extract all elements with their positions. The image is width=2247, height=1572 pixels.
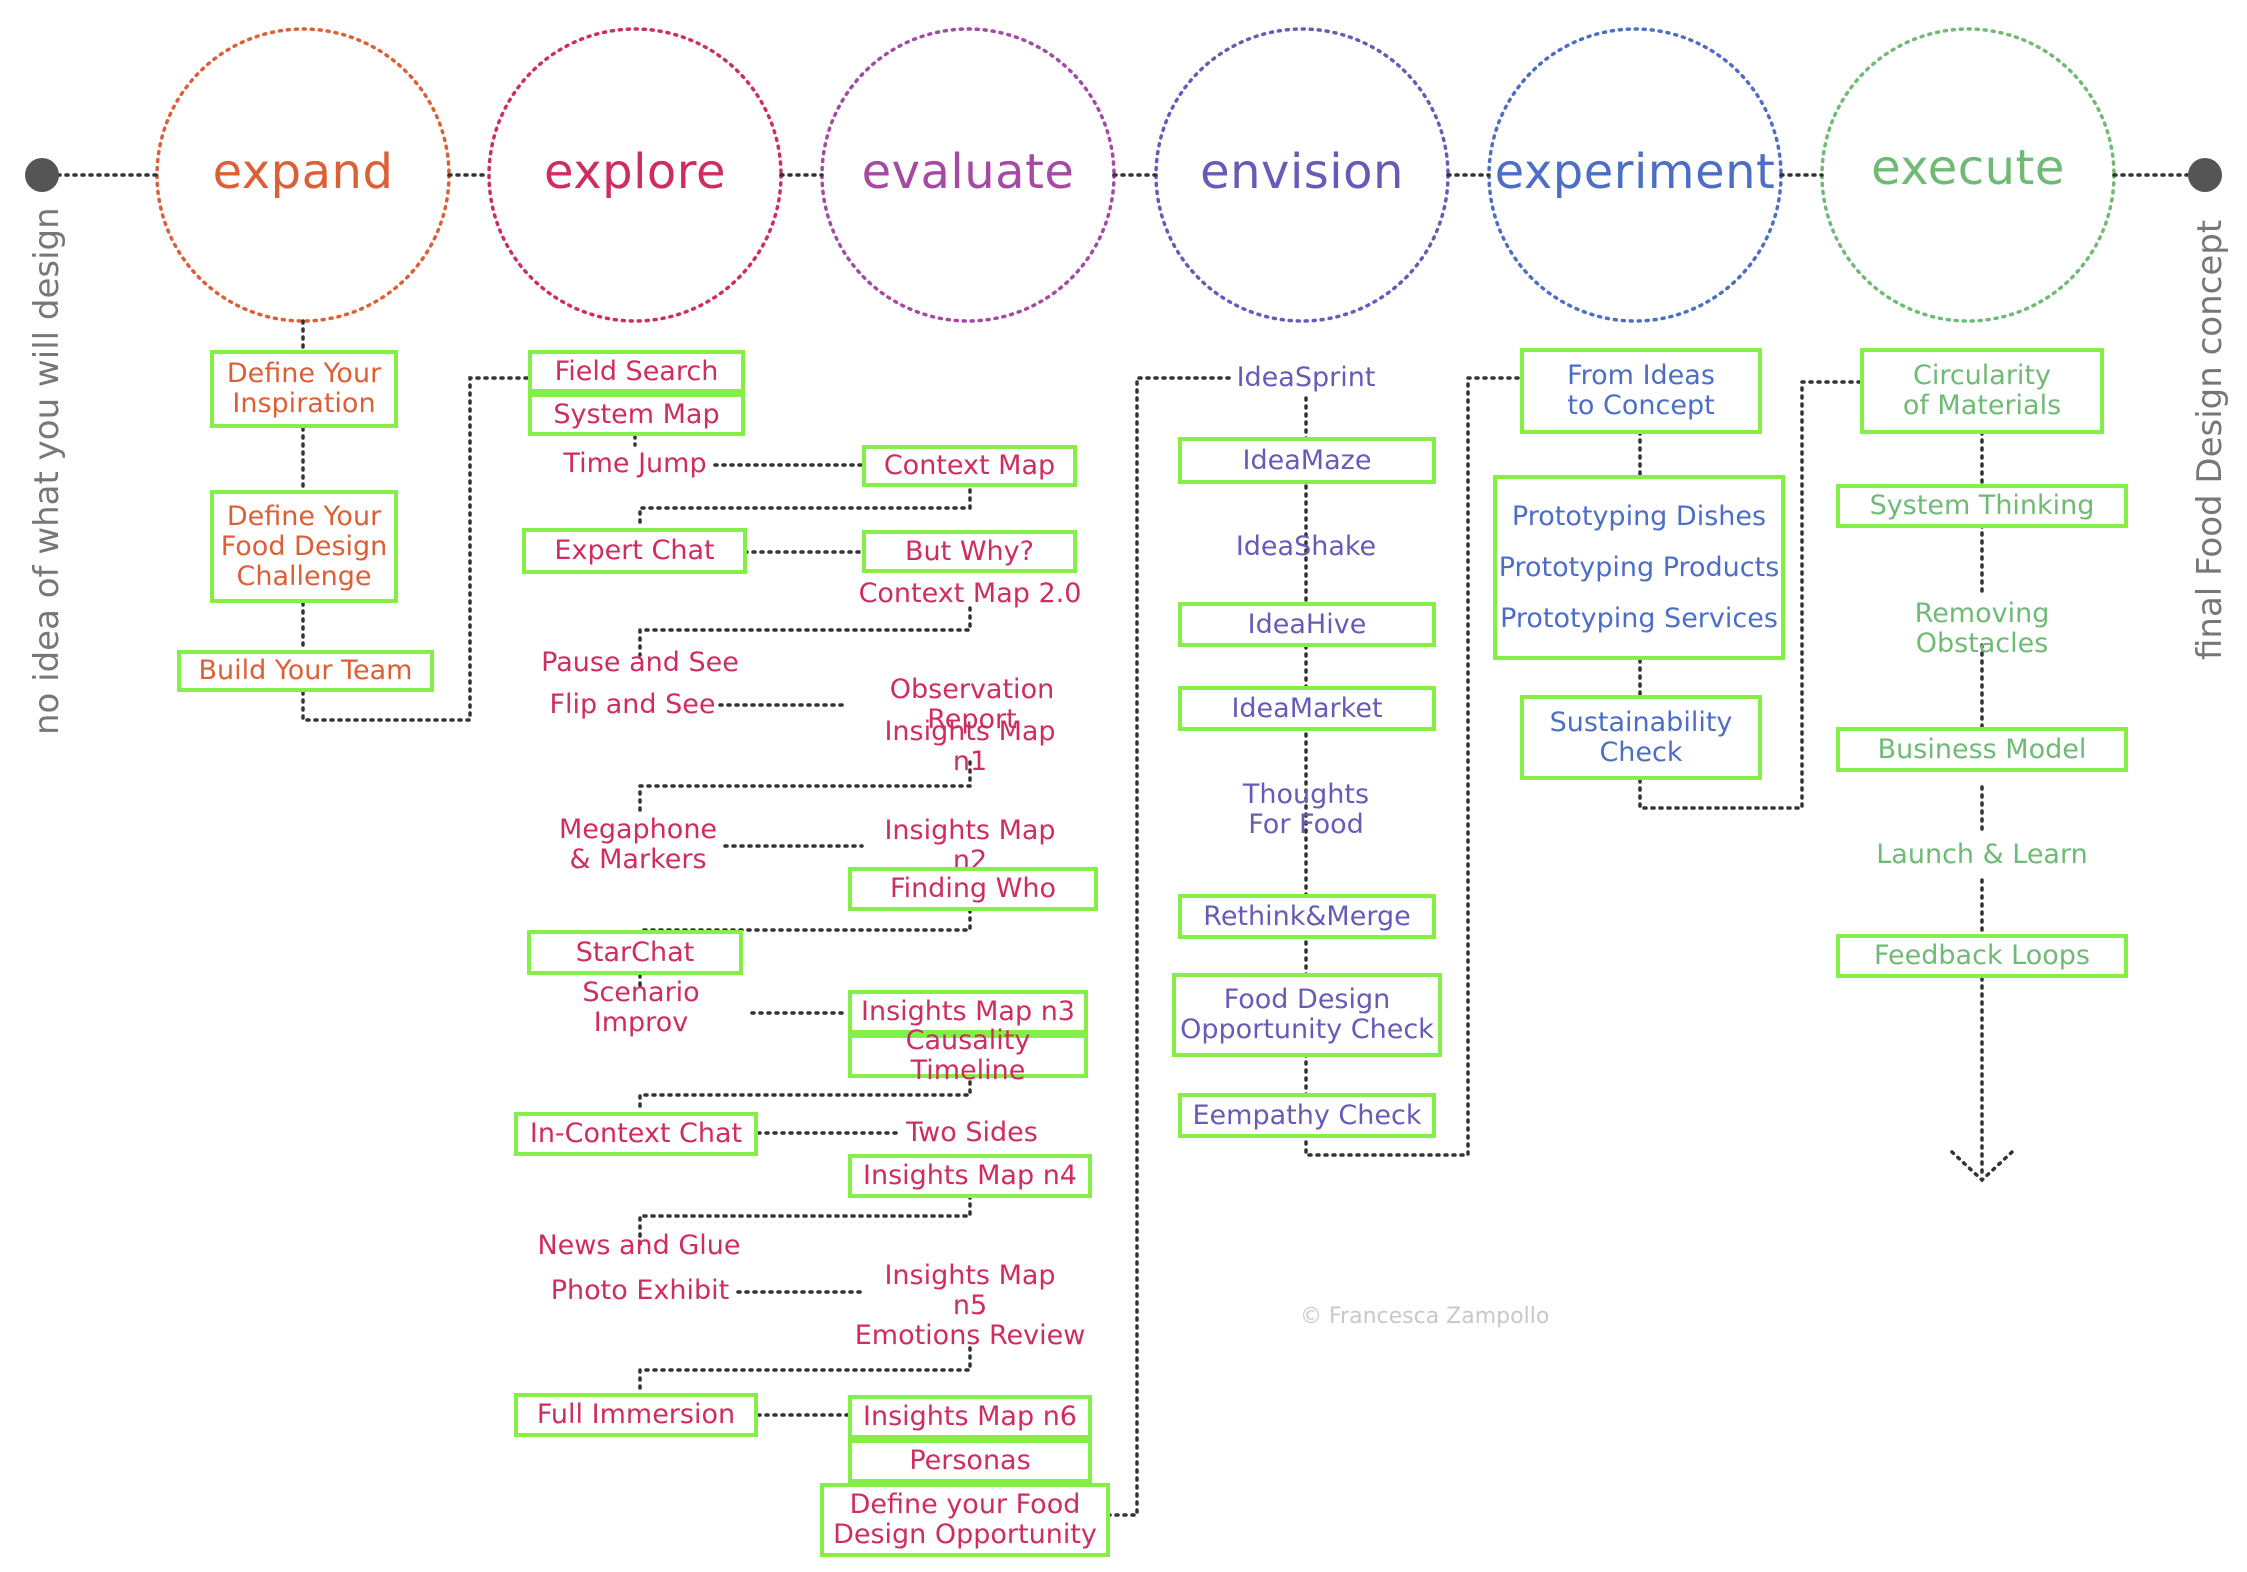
- step-ideamaze: IdeaMaze: [1178, 437, 1436, 484]
- phase-label-execute: execute: [1871, 140, 2065, 196]
- step-system-map: System Map: [528, 393, 745, 436]
- step-in-context-chat: In-Context Chat: [514, 1112, 758, 1156]
- phase-label-explore: explore: [544, 144, 726, 200]
- step-field-search: Field Search: [528, 350, 745, 393]
- step-news-and-glue: News and Glue: [537, 1230, 741, 1261]
- step-define-opportunity: Define your Food Design Opportunity: [820, 1483, 1110, 1557]
- step-ideahive: IdeaHive: [1178, 602, 1436, 647]
- step-context-map-2: Context Map 2.0: [858, 578, 1082, 609]
- step-eempathy-check: Eempathy Check: [1178, 1093, 1436, 1138]
- step-expert-chat: Expert Chat: [522, 528, 747, 574]
- step-business-model: Business Model: [1836, 727, 2128, 772]
- step-scenario-improv: Scenario Improv: [582, 977, 700, 1038]
- step-insights-map-n6: Insights Map n6: [848, 1395, 1092, 1439]
- step-from-ideas: From Ideas to Concept: [1520, 348, 1762, 434]
- step-rethink-merge: Rethink&Merge: [1178, 894, 1436, 939]
- step-circularity: Circularity of Materials: [1860, 348, 2104, 434]
- step-insights-map-n1: Insights Map n1: [884, 716, 1056, 777]
- step-define-inspiration: Define Your Inspiration: [210, 350, 398, 428]
- step-thoughts-for-food: Thoughts For Food: [1242, 779, 1370, 840]
- step-insights-map-n3: Insights Map n3: [848, 990, 1088, 1034]
- step-define-challenge: Define Your Food Design Challenge: [210, 490, 398, 603]
- step-opportunity-check: Food Design Opportunity Check: [1172, 973, 1442, 1057]
- step-two-sides: Two Sides: [906, 1117, 1038, 1148]
- prototyping-group: Prototyping Dishes Prototyping Products …: [1493, 475, 1785, 660]
- phase-label-experiment: experiment: [1494, 144, 1776, 200]
- end-dot: [2188, 158, 2222, 192]
- step-context-map: Context Map: [862, 445, 1077, 487]
- step-pause-and-see: Pause and See: [541, 647, 739, 678]
- phase-label-evaluate: evaluate: [861, 144, 1075, 200]
- step-megaphone-markers: Megaphone & Markers: [558, 814, 718, 875]
- step-photo-exhibit: Photo Exhibit: [550, 1275, 730, 1306]
- step-removing-obstacles: Removing Obstacles: [1914, 598, 2050, 659]
- step-starchat: StarChat: [527, 930, 743, 975]
- step-personas: Personas: [848, 1439, 1092, 1483]
- step-insights-map-n5: Insights Map n5: [884, 1260, 1056, 1321]
- step-flip-and-see: Flip and See: [549, 689, 716, 720]
- step-prototyping-services: Prototyping Services: [1500, 602, 1778, 634]
- step-sustainability-check: Sustainability Check: [1520, 695, 1762, 780]
- step-ideamarket: IdeaMarket: [1178, 686, 1436, 731]
- step-prototyping-dishes: Prototyping Dishes: [1511, 500, 1767, 532]
- step-ideashake: IdeaShake: [1235, 531, 1377, 562]
- step-finding-who: Finding Who: [848, 867, 1098, 911]
- step-prototyping-products: Prototyping Products: [1498, 551, 1780, 583]
- step-feedback-loops: Feedback Loops: [1836, 934, 2128, 978]
- step-launch-learn: Launch & Learn: [1876, 839, 2088, 870]
- start-label: no idea of what you will design: [27, 207, 67, 735]
- step-emotions-review: Emotions Review: [854, 1320, 1086, 1351]
- step-system-thinking: System Thinking: [1836, 484, 2128, 528]
- step-full-immersion: Full Immersion: [514, 1393, 758, 1437]
- step-insights-map-n4: Insights Map n4: [848, 1154, 1092, 1198]
- copyright-text: © Francesca Zampollo: [1300, 1304, 1550, 1329]
- step-ideasprint: IdeaSprint: [1236, 362, 1376, 393]
- step-causality-timeline: Causality Timeline: [848, 1026, 1088, 1086]
- step-build-team: Build Your Team: [177, 650, 434, 692]
- step-insights-map-n2: Insights Map n2: [884, 815, 1056, 876]
- phase-label-envision: envision: [1200, 144, 1404, 200]
- step-time-jump: Time Jump: [563, 448, 707, 479]
- start-dot: [25, 158, 59, 192]
- end-label: final Food Design concept: [2190, 219, 2230, 660]
- phase-label-expand: expand: [212, 144, 394, 200]
- step-but-why: But Why?: [862, 530, 1077, 573]
